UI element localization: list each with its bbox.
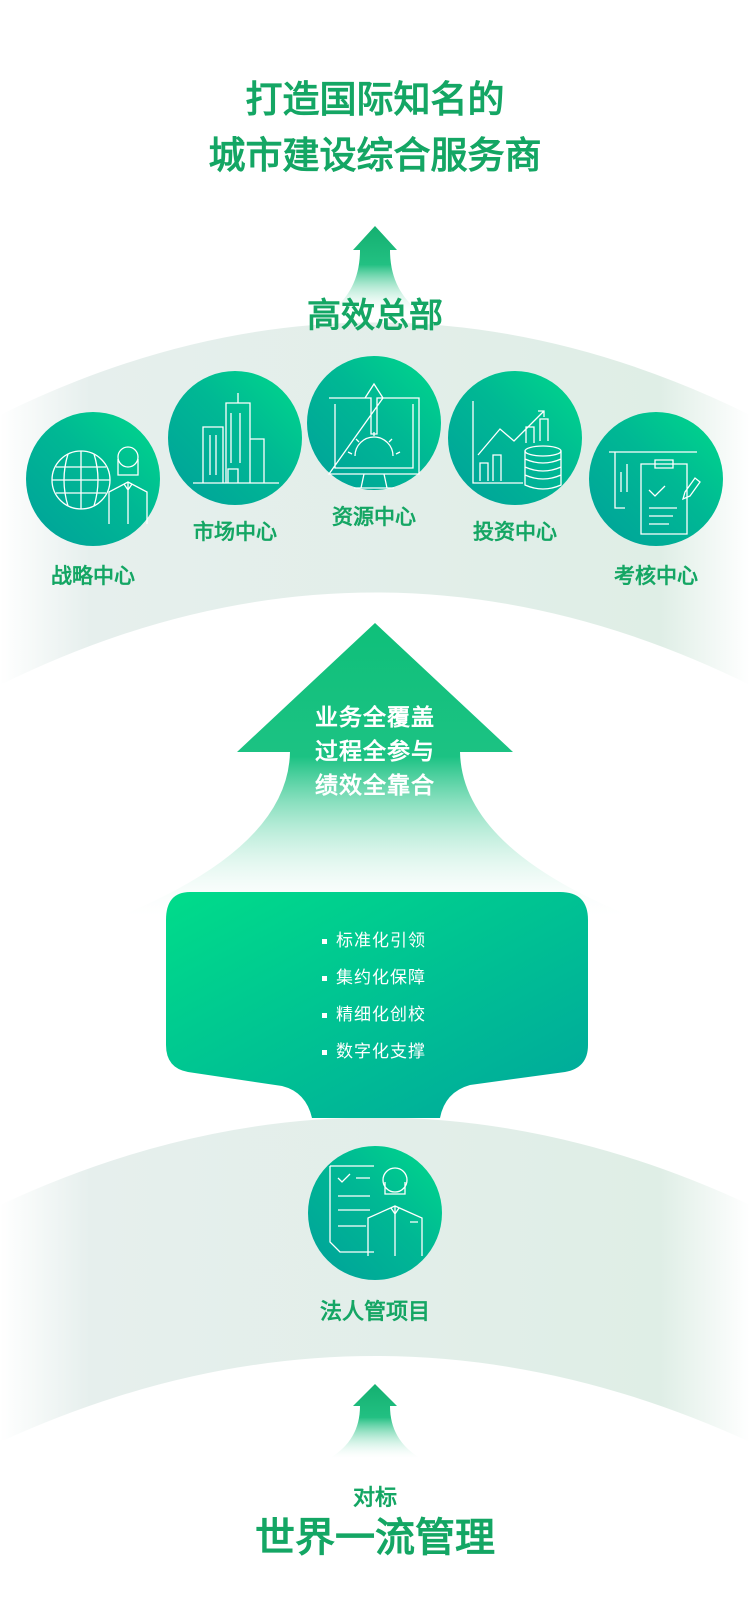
big-arrow xyxy=(110,623,640,920)
bullet-icon xyxy=(322,1049,327,1055)
clipboard-pen-icon xyxy=(609,451,701,535)
investment-center-label: 投资中心 xyxy=(473,520,557,544)
market-center-circle xyxy=(168,371,302,505)
arrow-line-3: 绩效全靠合 xyxy=(315,773,435,799)
project-circle xyxy=(308,1146,442,1280)
project-label: 法人管项目 xyxy=(319,1300,430,1325)
bullet-icon xyxy=(322,1012,327,1018)
goal-title-line2: 城市建设综合服务商 xyxy=(208,134,542,177)
resource-center-label: 资源中心 xyxy=(332,505,416,529)
buildings-icon xyxy=(193,393,279,484)
pillar-label: 集约化保障 xyxy=(336,968,426,988)
investment-center-circle xyxy=(448,371,582,505)
pillars-box xyxy=(166,892,588,1118)
top-arrow xyxy=(330,226,420,312)
pillar-item: 数字化支撑 xyxy=(322,1037,426,1062)
pillar-item: 精细化创校 xyxy=(322,1000,426,1025)
bottom-arrow xyxy=(330,1384,420,1458)
benchmark-title: 世界一流管理 xyxy=(255,1515,495,1561)
assessment-center-label: 考核中心 xyxy=(614,564,698,588)
pillar-label: 数字化支撑 xyxy=(336,1042,426,1062)
arrow-line-1: 业务全覆盖 xyxy=(315,705,435,731)
headquarters-title: 高效总部 xyxy=(307,296,443,336)
pillar-item: 标准化引领 xyxy=(322,926,426,951)
globe-person-icon xyxy=(51,446,148,524)
chart-coins-icon xyxy=(472,401,562,490)
document-person-icon xyxy=(329,1165,423,1256)
pillar-item: 集约化保障 xyxy=(322,963,426,988)
monitor-gear-icon xyxy=(327,382,420,489)
resource-center-circle xyxy=(307,356,441,490)
bullet-icon xyxy=(322,938,327,944)
benchmark-prefix: 对标 xyxy=(352,1486,397,1511)
bullet-icon xyxy=(322,975,327,981)
assessment-center-circle xyxy=(589,412,723,546)
goal-title-line1: 打造国际知名的 xyxy=(245,78,505,121)
pillar-label: 标准化引领 xyxy=(336,931,426,951)
market-center-label: 市场中心 xyxy=(193,520,277,544)
strategy-center-label: 战略中心 xyxy=(51,564,135,588)
strategy-center-circle xyxy=(26,412,160,546)
arrow-line-2: 过程全参与 xyxy=(315,739,435,765)
pillar-label: 精细化创校 xyxy=(336,1005,426,1025)
